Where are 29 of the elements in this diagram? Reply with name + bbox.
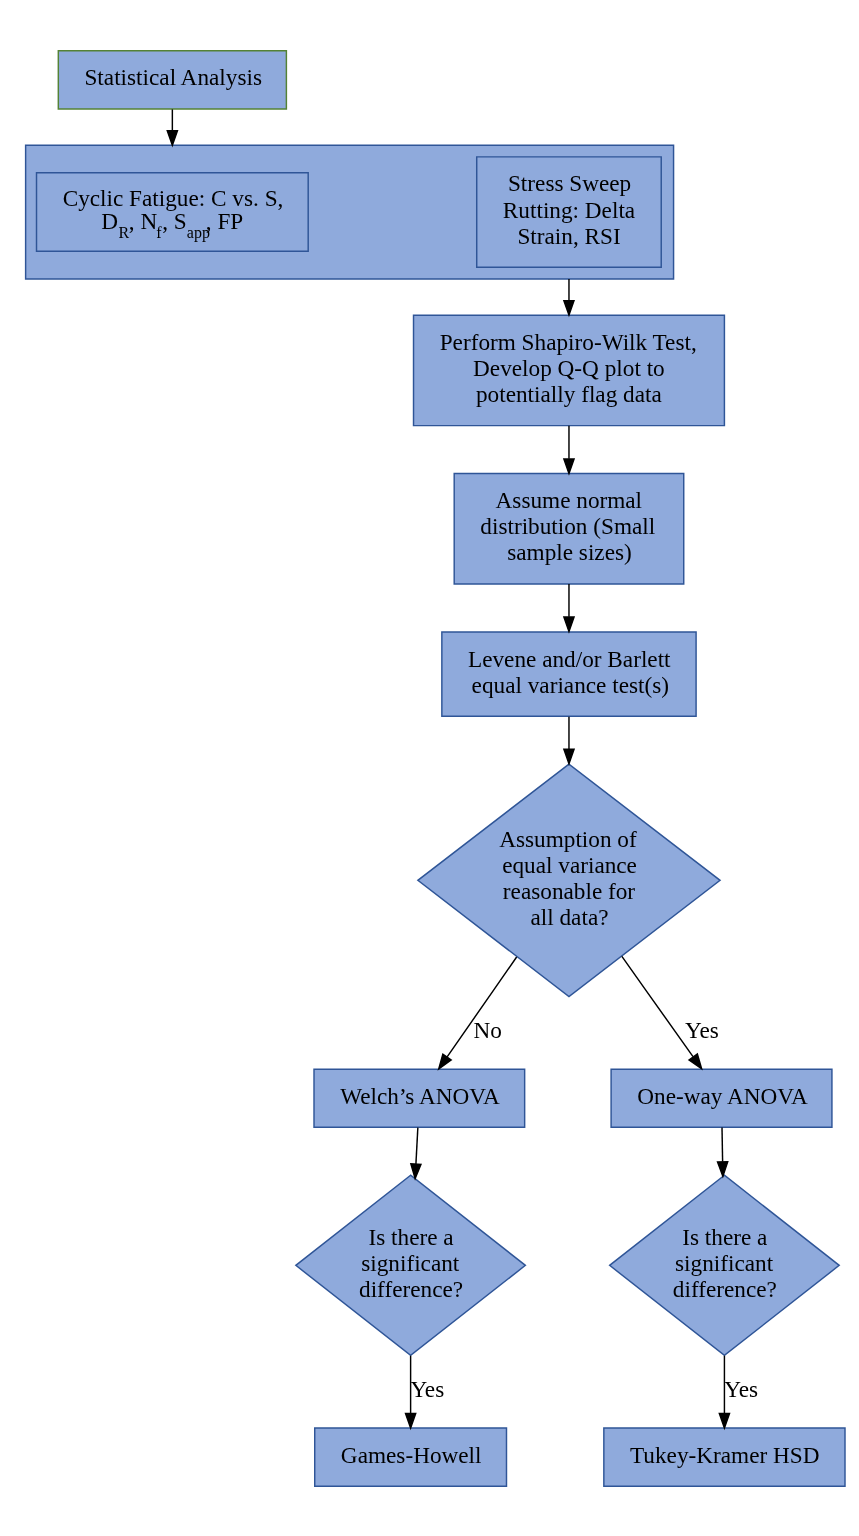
node-box: Levene and/or Barlett equal variance test(s): [441, 630, 697, 717]
node-box: Games-Howell: [314, 1426, 508, 1487]
edge-label: No: [473, 1016, 502, 1043]
arrow: [562, 424, 576, 476]
arrow: [562, 582, 576, 634]
node-diamond: Is there a significant difference?: [608, 1173, 841, 1356]
edge-label: Yes: [685, 1016, 719, 1043]
arrow: [718, 1354, 731, 1430]
node-diamond: Is there a significant difference?: [294, 1173, 527, 1356]
node-box: One-way ANOVA: [610, 1068, 833, 1128]
arrow: [437, 955, 518, 1071]
arrow: [166, 108, 179, 147]
arrow: [409, 1126, 423, 1181]
node-box: Stress Sweep Rutting: Delta Strain, RSI: [476, 155, 662, 268]
node-box: Statistical Analysis: [57, 49, 288, 110]
node-box: Tukey-Kramer HSD: [603, 1426, 846, 1487]
node-diamond: Assumption of equal variance reasonable for all data?: [416, 762, 722, 997]
cluster: [24, 144, 675, 280]
arrow: [562, 715, 576, 766]
node-box: Assume normal distribution (Small sample sizes): [453, 472, 685, 585]
node-box: Perform Shapiro-Wilk Test, Develop Q-Q plot to potentially flag data: [412, 314, 726, 426]
edge-label: Yes: [410, 1375, 445, 1402]
arrow: [404, 1354, 417, 1430]
arrow: [716, 1126, 729, 1179]
arrow: [621, 955, 703, 1071]
edge-label: Yes: [724, 1375, 759, 1402]
node-box: Cyclic Fatigue: C vs. S, D$_{R}$, N$_{f}$, S$_{app}$, FP: [35, 171, 309, 252]
node-box: Welch’s ANOVA: [313, 1068, 526, 1128]
arrow: [562, 277, 576, 317]
